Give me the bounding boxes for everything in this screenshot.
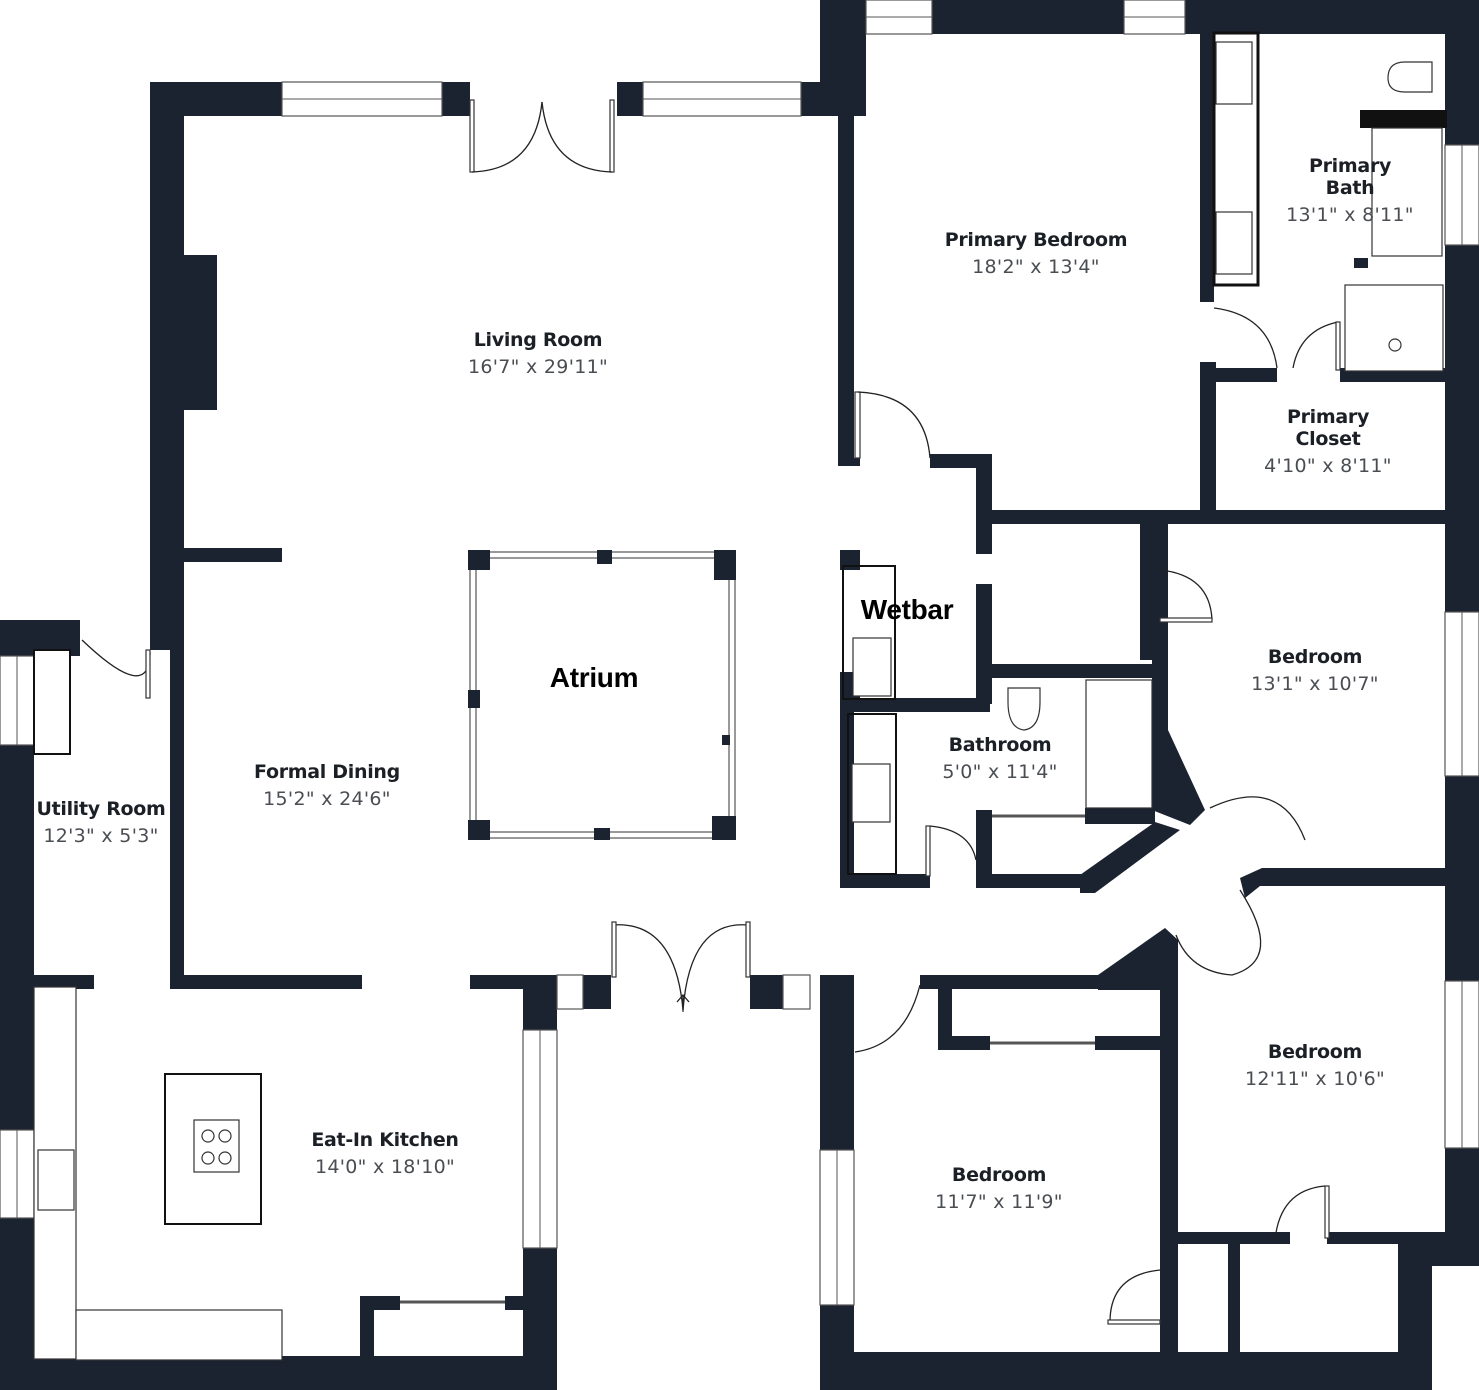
room-name-line-1: Primary bbox=[1286, 406, 1370, 428]
fixtures bbox=[33, 31, 1447, 1361]
room-dimensions: 13'1" x 8'11" bbox=[1286, 203, 1414, 226]
room-name: Atrium bbox=[549, 662, 639, 693]
room-dimensions: 4'10" x 8'11" bbox=[1264, 454, 1392, 477]
room-label-formal-dining: Formal Dining 15'2" x 24'6" bbox=[254, 761, 400, 811]
room-name: Bathroom bbox=[948, 734, 1052, 756]
room-name: Eat-In Kitchen bbox=[311, 1129, 459, 1151]
room-dimensions: 14'0" x 18'10" bbox=[314, 1155, 456, 1178]
room-name: Primary Bedroom bbox=[944, 229, 1128, 251]
room-dimensions: 13'1" x 10'7" bbox=[1251, 672, 1379, 695]
room-name: Bedroom bbox=[1267, 1041, 1363, 1063]
room-label-primary-bedroom: Primary Bedroom 18'2" x 13'4" bbox=[944, 229, 1128, 279]
atrium-enclosure bbox=[468, 550, 736, 840]
room-dimensions: 11'7" x 11'9" bbox=[935, 1190, 1063, 1213]
room-name: Bedroom bbox=[1267, 646, 1363, 668]
room-dimensions: 18'2" x 13'4" bbox=[972, 255, 1100, 278]
room-label-primary-bath: Primary Bath 13'1" x 8'11" bbox=[1286, 155, 1414, 227]
room-label-atrium: Atrium bbox=[549, 662, 639, 694]
room-label-wetbar: Wetbar bbox=[861, 594, 954, 626]
room-label-bathroom: Bathroom 5'0" x 11'4" bbox=[942, 734, 1058, 784]
room-label-bedroom-east: Bedroom 13'1" x 10'7" bbox=[1251, 646, 1379, 696]
room-label-bedroom-south: Bedroom 11'7" x 11'9" bbox=[935, 1164, 1063, 1214]
room-dimensions: 12'3" x 5'3" bbox=[43, 824, 159, 847]
room-label-living-room: Living Room 16'7" x 29'11" bbox=[467, 329, 609, 379]
room-label-utility-room: Utility Room 12'3" x 5'3" bbox=[36, 798, 166, 848]
windows bbox=[0, 0, 1479, 1306]
room-name-line-2: Closet bbox=[1295, 427, 1361, 450]
room-name: Utility Room bbox=[36, 798, 166, 820]
room-name: Formal Dining bbox=[254, 761, 400, 783]
room-name-line-2: Bath bbox=[1325, 176, 1375, 199]
room-dimensions: 12'11" x 10'6" bbox=[1244, 1067, 1386, 1090]
room-name: Wetbar bbox=[860, 594, 954, 625]
room-name: Bedroom bbox=[951, 1164, 1047, 1186]
room-name: Living Room bbox=[473, 329, 603, 351]
room-label-primary-closet: Primary Closet 4'10" x 8'11" bbox=[1264, 406, 1392, 478]
room-dimensions: 15'2" x 24'6" bbox=[263, 787, 391, 810]
room-name-line-1: Primary bbox=[1308, 155, 1392, 177]
room-label-bedroom-southeast: Bedroom 12'11" x 10'6" bbox=[1244, 1041, 1386, 1091]
room-dimensions: 5'0" x 11'4" bbox=[942, 760, 1058, 783]
door-swings bbox=[81, 99, 1341, 1325]
room-dimensions: 16'7" x 29'11" bbox=[467, 355, 609, 378]
room-label-eat-in-kitchen: Eat-In Kitchen 14'0" x 18'10" bbox=[311, 1129, 459, 1179]
